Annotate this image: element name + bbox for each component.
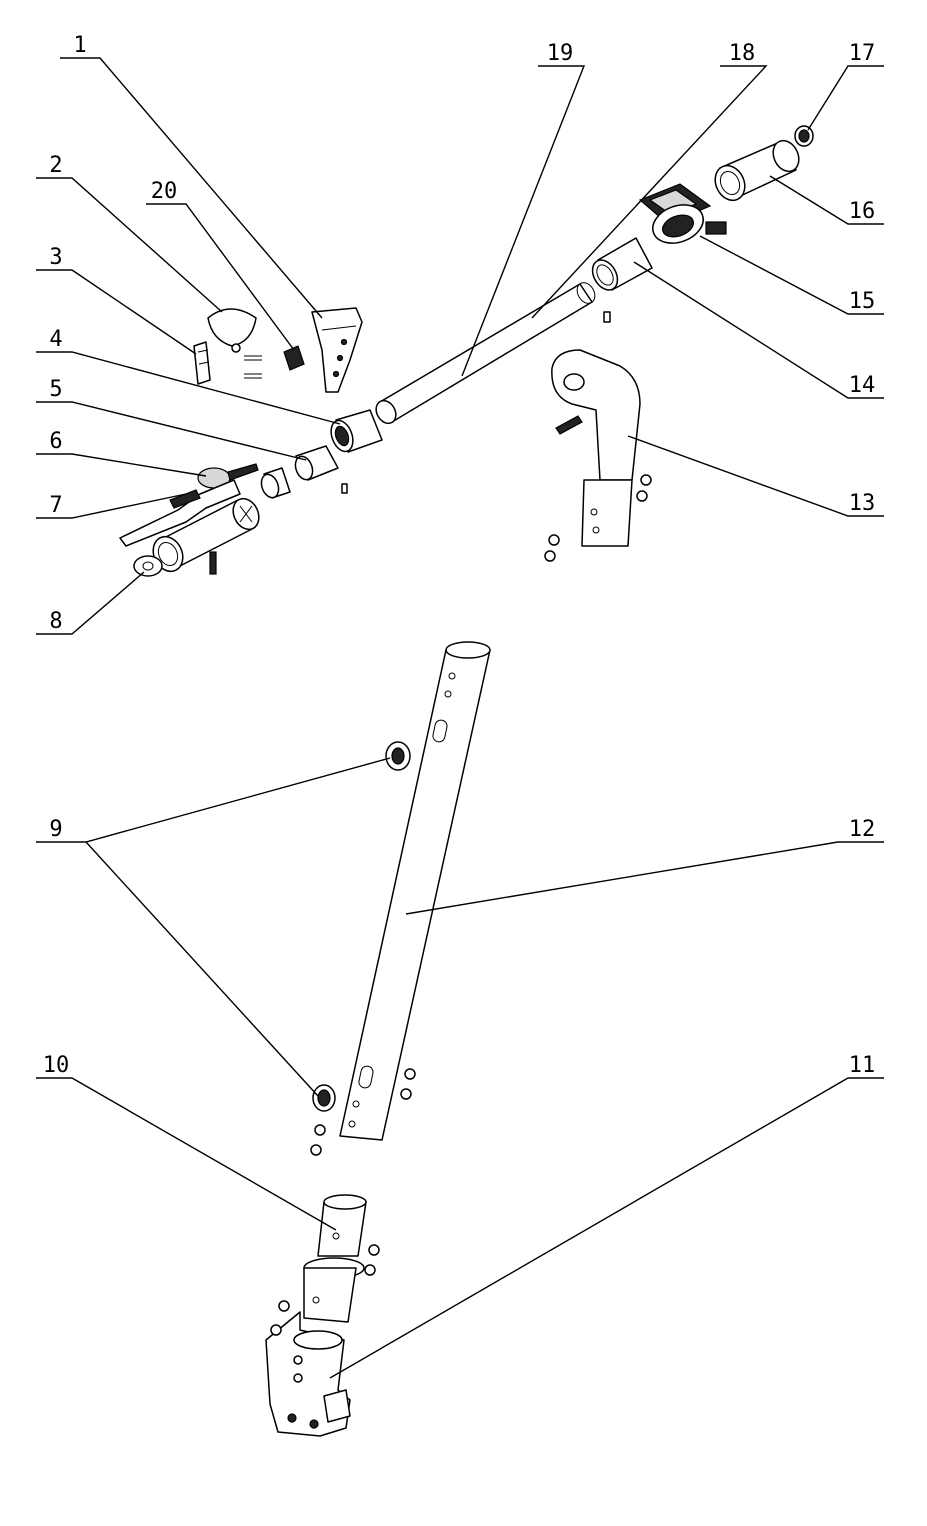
part-11-folding-base (265, 1300, 351, 1437)
callout-1: 1 (73, 33, 86, 58)
callout-10: 10 (43, 1053, 70, 1078)
callout-17: 17 (849, 41, 876, 66)
callout-20: 20 (151, 179, 178, 204)
part-15-display-unit (638, 183, 727, 244)
callout-4: 4 (49, 327, 62, 352)
part-17-end-cap (794, 125, 814, 147)
pins (244, 355, 262, 379)
part-16-right-grip (714, 139, 800, 202)
callout-14: 14 (849, 373, 876, 398)
callout-2: 2 (49, 153, 62, 178)
callout-11: 11 (849, 1053, 876, 1078)
part-13-fold-joint (544, 349, 652, 562)
leader-lines (36, 57, 884, 1379)
callout-13: 13 (849, 491, 876, 516)
part-19-handlebar-tube (375, 282, 596, 425)
callout-6: 6 (49, 429, 62, 454)
part-4-collar (330, 409, 383, 453)
part-7-brake-lever (119, 467, 291, 547)
part-1-lever-housing (311, 307, 363, 393)
part-10-lower-sleeve (303, 1194, 380, 1323)
callout-3: 3 (49, 245, 62, 270)
callout-19: 19 (547, 41, 574, 66)
part-3-bracket (193, 341, 211, 385)
part-14-sleeve (591, 237, 653, 323)
callout-15: 15 (849, 289, 876, 314)
part-8-left-grip (133, 497, 260, 577)
callout-5: 5 (49, 377, 62, 402)
callout-7: 7 (49, 493, 62, 518)
part-12-steering-column (310, 641, 491, 1156)
callout-18: 18 (729, 41, 756, 66)
callout-9: 9 (49, 817, 62, 842)
callout-8: 8 (49, 609, 62, 634)
callout-12: 12 (849, 817, 876, 842)
part-2-dome-cap (207, 308, 257, 353)
part-9-spacers (312, 741, 411, 1112)
part-5-clamp (294, 445, 348, 494)
part-6-bell (197, 463, 259, 489)
callout-16: 16 (849, 199, 876, 224)
callout-labels: 1 2 3 4 5 6 7 8 9 10 11 12 13 14 15 16 1… (43, 33, 876, 1078)
